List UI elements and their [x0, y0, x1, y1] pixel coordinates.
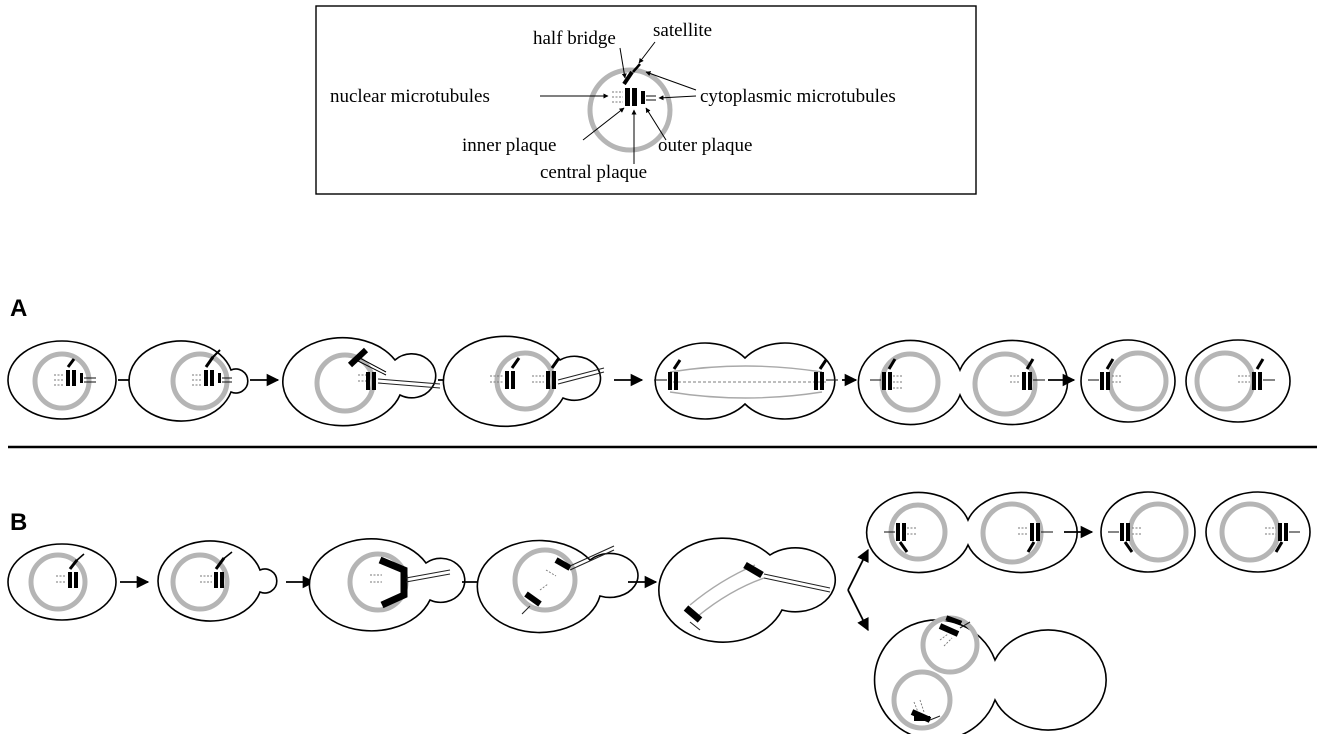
- panel-label-a: A: [10, 295, 27, 322]
- cell-b3: [308, 538, 466, 632]
- legend-spb: [612, 63, 656, 106]
- label-inner-plaque: inner plaque: [462, 135, 556, 156]
- label-central-plaque: central plaque: [540, 162, 647, 183]
- legend-box: half bridge satellite nuclear microtubul…: [315, 5, 977, 195]
- cell-a4: [442, 335, 605, 428]
- cell-a3: [282, 336, 441, 427]
- label-nuclear-microtubules: nuclear microtubules: [330, 86, 490, 107]
- cell-a2: [128, 340, 249, 422]
- cell-b7: [1100, 491, 1196, 573]
- label-half-bridge: half bridge: [533, 28, 616, 49]
- cell-b4: [476, 539, 639, 634]
- panel-label-b: B: [10, 509, 27, 536]
- cell-b6-lower: [873, 615, 1107, 739]
- cell-b1: [7, 543, 117, 621]
- label-cytoplasmic-microtubules: cytoplasmic microtubules: [700, 86, 896, 107]
- cell-a6: [857, 339, 1069, 426]
- cell-b8: [1205, 491, 1311, 573]
- label-outer-plaque: outer plaque: [658, 135, 752, 156]
- cell-a8: [1185, 339, 1291, 423]
- label-satellite: satellite: [653, 20, 712, 41]
- cell-b5: [658, 537, 837, 643]
- cell-b6-upper: [865, 491, 1078, 574]
- cell-a1: [7, 340, 117, 420]
- cell-a7: [1080, 339, 1176, 423]
- cell-a5: [654, 342, 838, 420]
- cell-b2: [157, 540, 278, 622]
- legend-nucleus: [587, 67, 673, 153]
